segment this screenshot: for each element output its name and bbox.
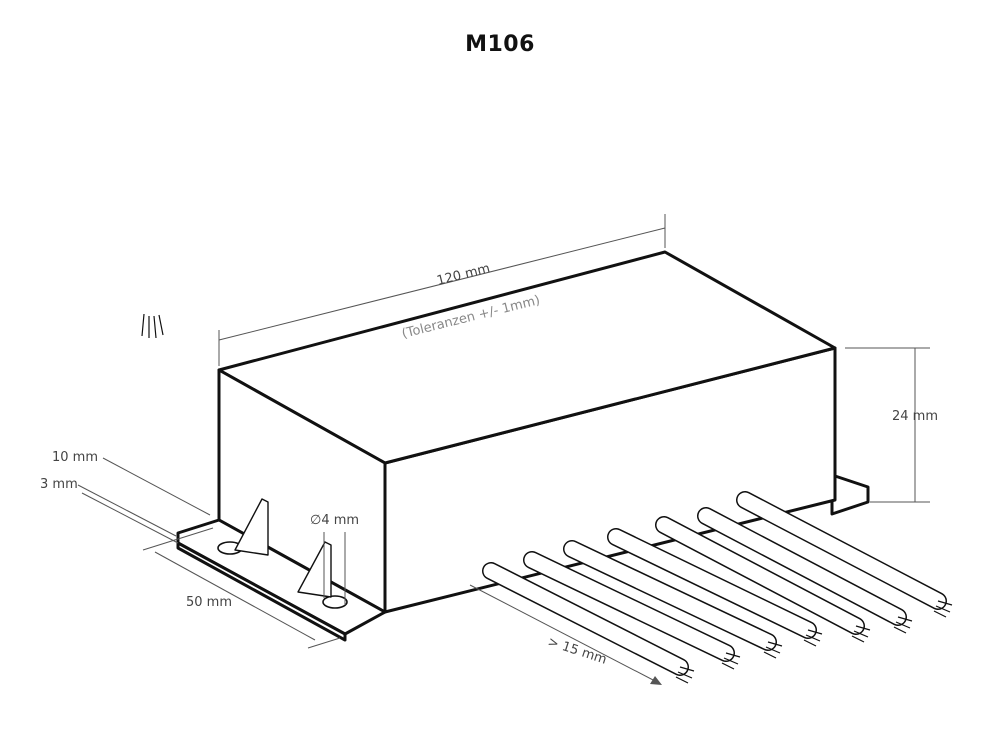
wire xyxy=(697,507,913,634)
front-flange xyxy=(176,498,387,642)
depth-label: 50 mm xyxy=(186,595,232,610)
wire xyxy=(523,551,741,670)
top-cable xyxy=(141,241,333,341)
height-label: 24 mm xyxy=(892,409,938,424)
module-housing xyxy=(217,250,837,614)
output-wires xyxy=(482,491,953,684)
dimension-wire-length xyxy=(469,584,662,685)
diagram-title: M106 xyxy=(465,32,535,57)
wire xyxy=(607,528,823,647)
mounting-hole-right xyxy=(322,595,348,609)
wire xyxy=(482,562,695,684)
wire xyxy=(563,540,783,659)
flange-thickness-label: 3 mm xyxy=(40,477,78,492)
wire xyxy=(736,491,953,618)
wire xyxy=(655,516,871,643)
length-label: 120 mm xyxy=(435,261,491,289)
dimension-flange xyxy=(77,457,214,551)
rib-left xyxy=(234,498,269,556)
dimension-hole xyxy=(323,532,346,605)
wire-length-label: > 15 mm xyxy=(546,635,609,668)
back-flange xyxy=(830,473,870,516)
flange-width-label: 10 mm xyxy=(52,450,98,465)
dimension-length xyxy=(218,214,666,366)
hole-diameter-label: ∅4 mm xyxy=(310,513,359,528)
dimension-height xyxy=(845,347,930,503)
dimension-depth xyxy=(154,551,341,649)
rib-right xyxy=(297,541,332,598)
